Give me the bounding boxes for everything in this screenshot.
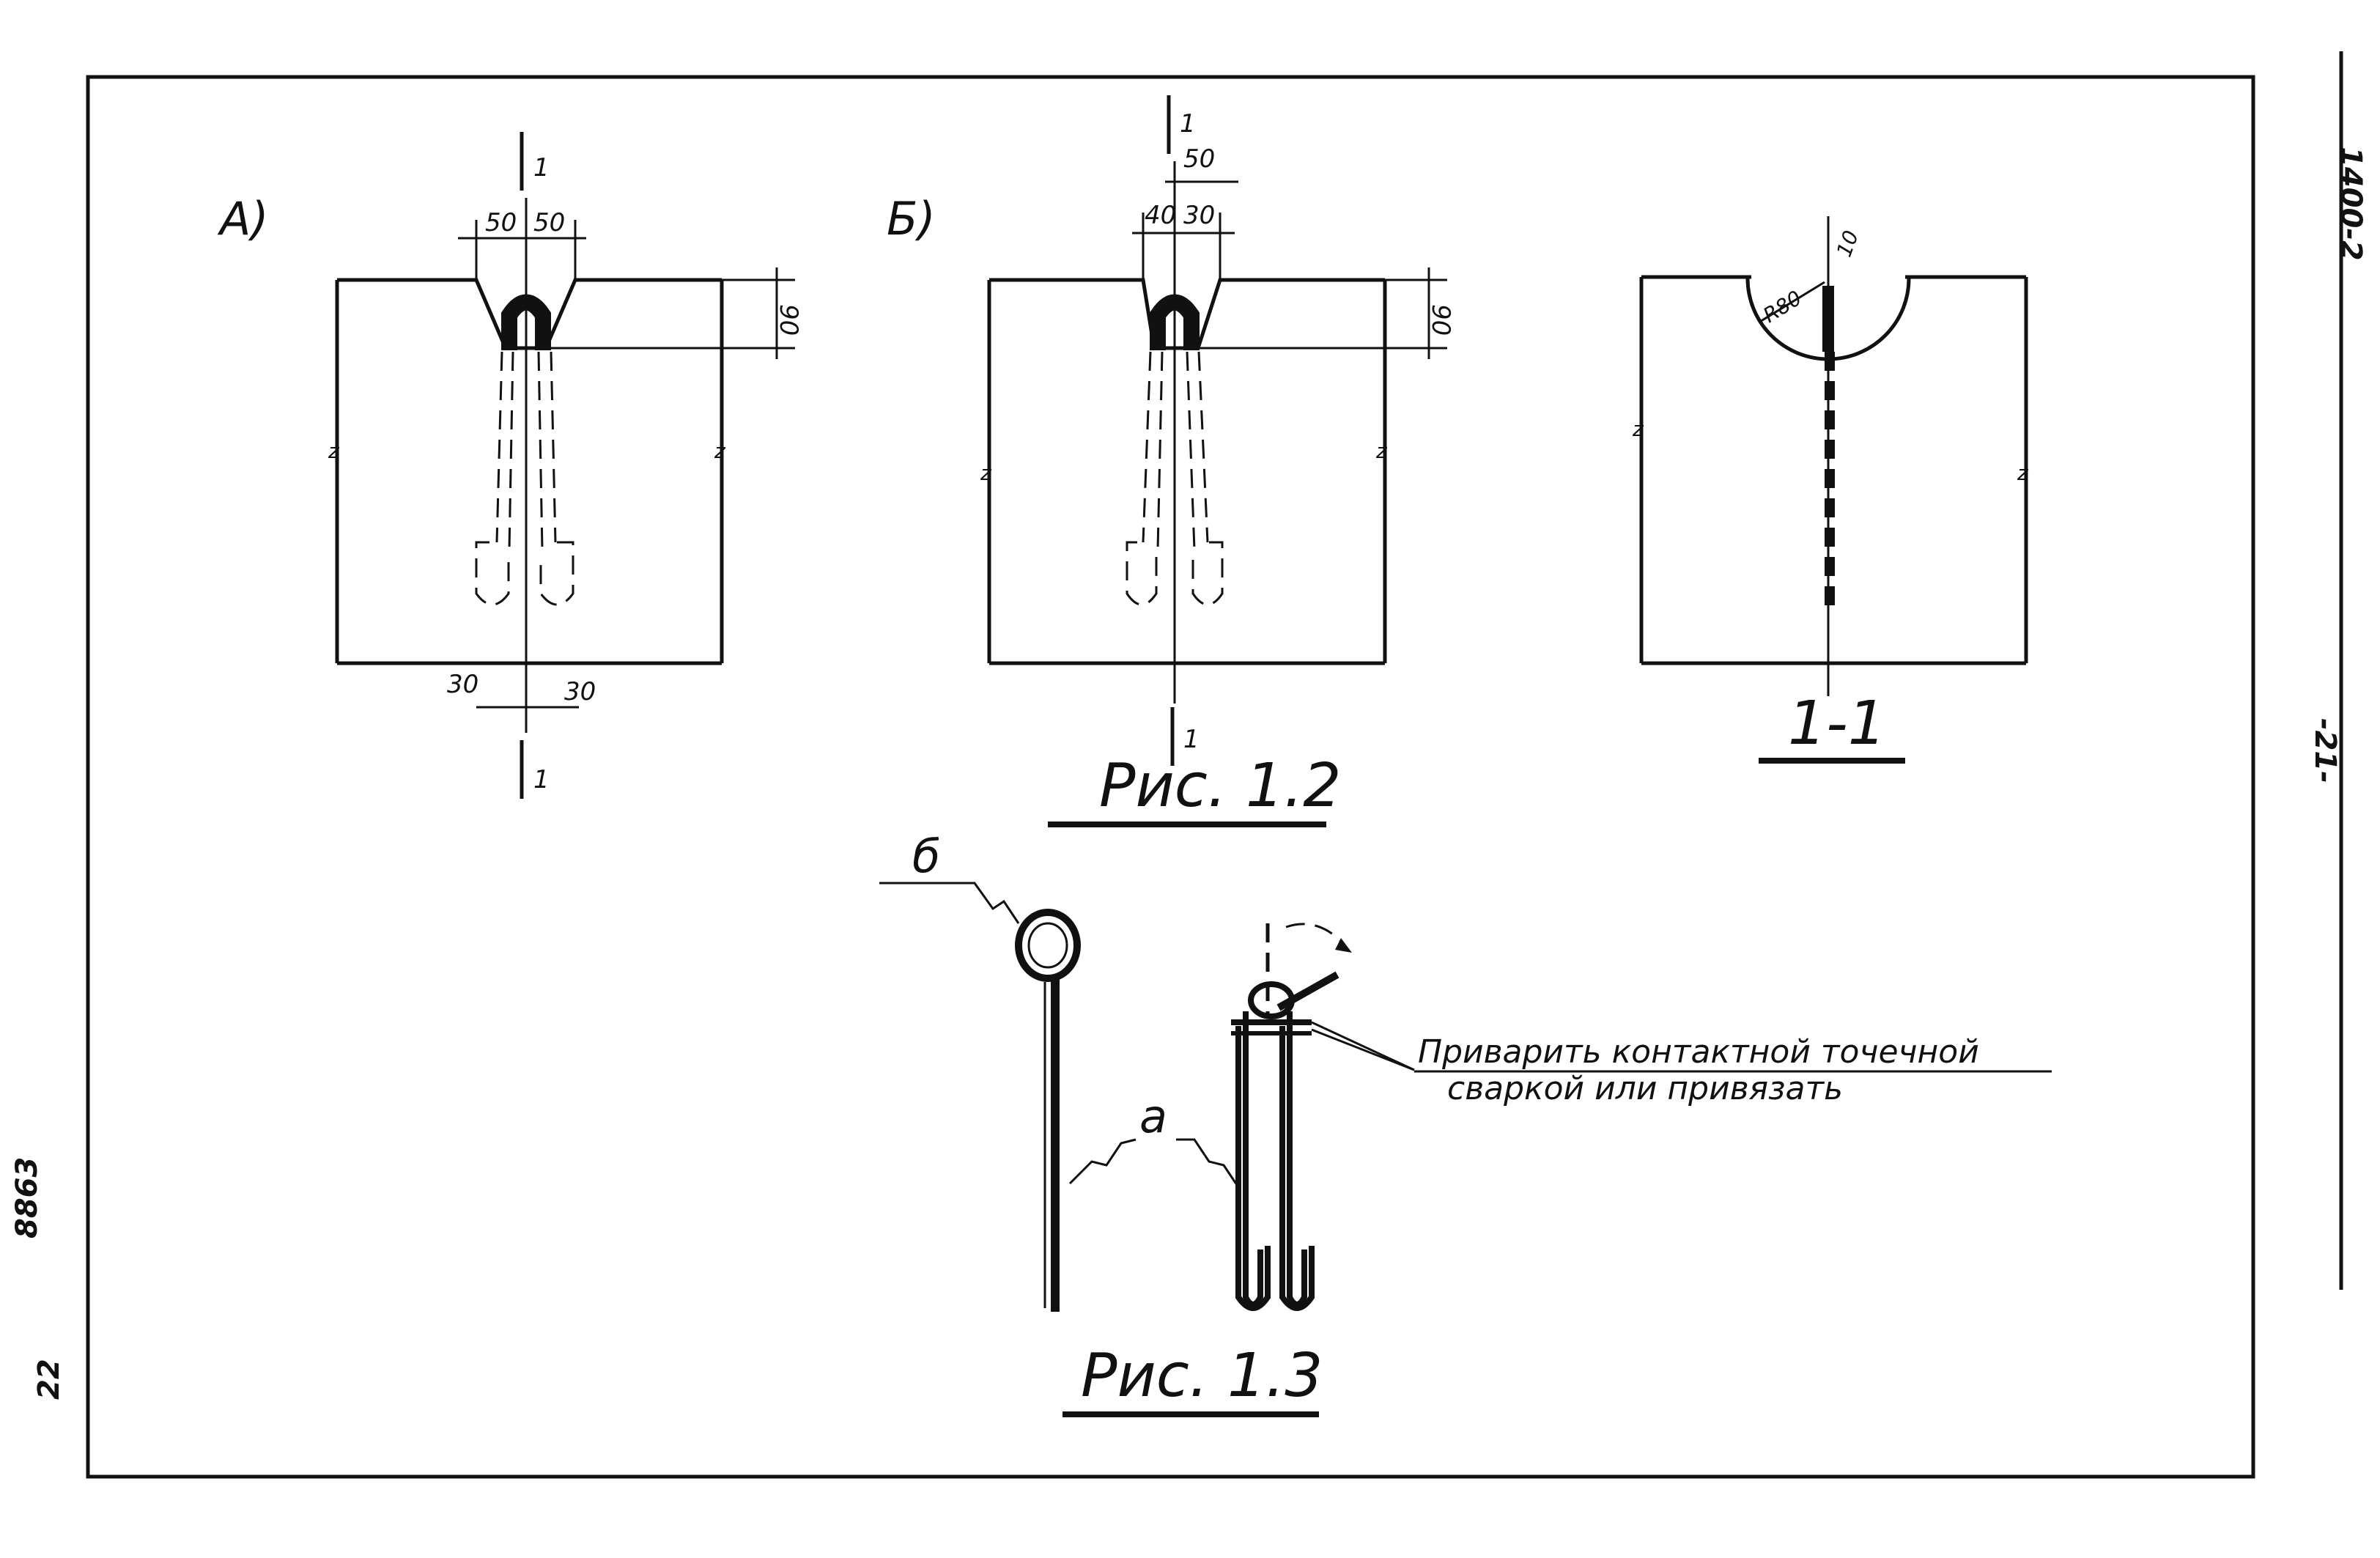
break-left-b: z <box>980 461 992 485</box>
break-left-a: z <box>328 439 340 463</box>
dim-offset-c: 10 <box>1832 227 1863 260</box>
page-number: -21- <box>2308 718 2342 783</box>
hook-left-b <box>1126 541 1158 606</box>
rod-pair-outer <box>1235 1026 1271 1311</box>
section-number-bottom-b: 1 <box>1183 725 1200 754</box>
note-line-1: Приварить контактной точечной <box>1418 1033 1979 1071</box>
rotation-arrowhead <box>1335 938 1352 953</box>
panel-outline-a <box>337 278 722 350</box>
margin-number-bottom: 22 <box>32 1359 66 1400</box>
break-right-a: z <box>714 439 726 463</box>
dim-top-left-b: 40 <box>1145 201 1176 230</box>
hook-right-a <box>539 541 574 606</box>
dim-top-right-b: 30 <box>1183 201 1215 230</box>
dim-radius-line-c <box>1758 281 1825 324</box>
dim-top-right-a: 50 <box>533 208 565 237</box>
view-a-label: A) <box>217 192 269 245</box>
dim-top-outer-b: 50 <box>1183 144 1215 174</box>
break-right-c: z <box>2017 461 2029 485</box>
fig-1-2-caption: Рис. 1.2 <box>1099 751 1341 821</box>
fig-1-3-caption: Рис. 1.3 <box>1081 1341 1323 1411</box>
note-line-2: сваркой или привязать <box>1447 1070 1843 1107</box>
section-1-1: R80 10 z z 1-1 <box>1632 216 2029 764</box>
hook-right-b <box>1191 541 1224 606</box>
drawing-frame <box>86 75 2255 1479</box>
view-b-label: Б) <box>887 192 936 245</box>
dim-bottom-right-a: 30 <box>564 677 596 706</box>
bent-end <box>1276 971 1339 1011</box>
note-leader <box>1311 1021 1415 1071</box>
note-leader-2 <box>1311 1028 1415 1071</box>
rod-right-b <box>1186 351 1196 550</box>
hook-right-f13 <box>1287 1011 1307 1307</box>
section-number-bottom-a: 1 <box>533 765 550 794</box>
loop-ring-left <box>1015 909 1081 982</box>
rod-left2-a <box>508 351 514 550</box>
panel-outline-b <box>989 278 1385 350</box>
view-b: Б) 1 50 40 30 90 z z 1 Рис. 1.2 <box>887 95 1455 827</box>
dim-radius-c: R80 <box>1759 286 1806 328</box>
leader-a-left <box>1068 1138 1137 1185</box>
section-number-top-b: 1 <box>1180 109 1196 139</box>
rod-pair-inner <box>1279 1026 1315 1311</box>
rod-right2-b <box>1197 351 1209 543</box>
rod-right2-a <box>550 351 557 543</box>
leader-b <box>879 882 1020 924</box>
section-1-1-title: 1-1 <box>1788 689 1886 758</box>
label-a: а <box>1139 1090 1167 1143</box>
break-right-b: z <box>1375 439 1388 463</box>
rod-left2-b <box>1156 351 1164 550</box>
dim-bottom-left-a: 30 <box>447 670 478 699</box>
drawing-code: 1400-2 <box>2334 147 2368 261</box>
break-left-c: z <box>1632 417 1644 441</box>
leader-a-right <box>1176 1138 1240 1188</box>
dim-top-left-a: 50 <box>485 208 517 237</box>
hook-left-a <box>475 541 510 606</box>
rod-left-a <box>495 351 503 543</box>
hook-left-f13 <box>1243 1011 1263 1307</box>
rod-right-a <box>537 351 544 550</box>
loop-ring-left-inner <box>1027 922 1068 969</box>
rod-left-b <box>1142 351 1152 543</box>
dim-depth-b: 90 <box>1426 304 1455 336</box>
view-a: A) 1 50 50 90 z z 30 <box>217 132 803 799</box>
label-b: б <box>912 830 940 883</box>
section-number-top-a: 1 <box>533 153 550 182</box>
margin-number-top: 8863 <box>10 1157 44 1238</box>
dim-depth-a: 90 <box>774 304 803 336</box>
rotation-arrow <box>1285 923 1346 946</box>
fig-1-3: б а Приварить контактной точечной сварко… <box>879 830 2052 1417</box>
